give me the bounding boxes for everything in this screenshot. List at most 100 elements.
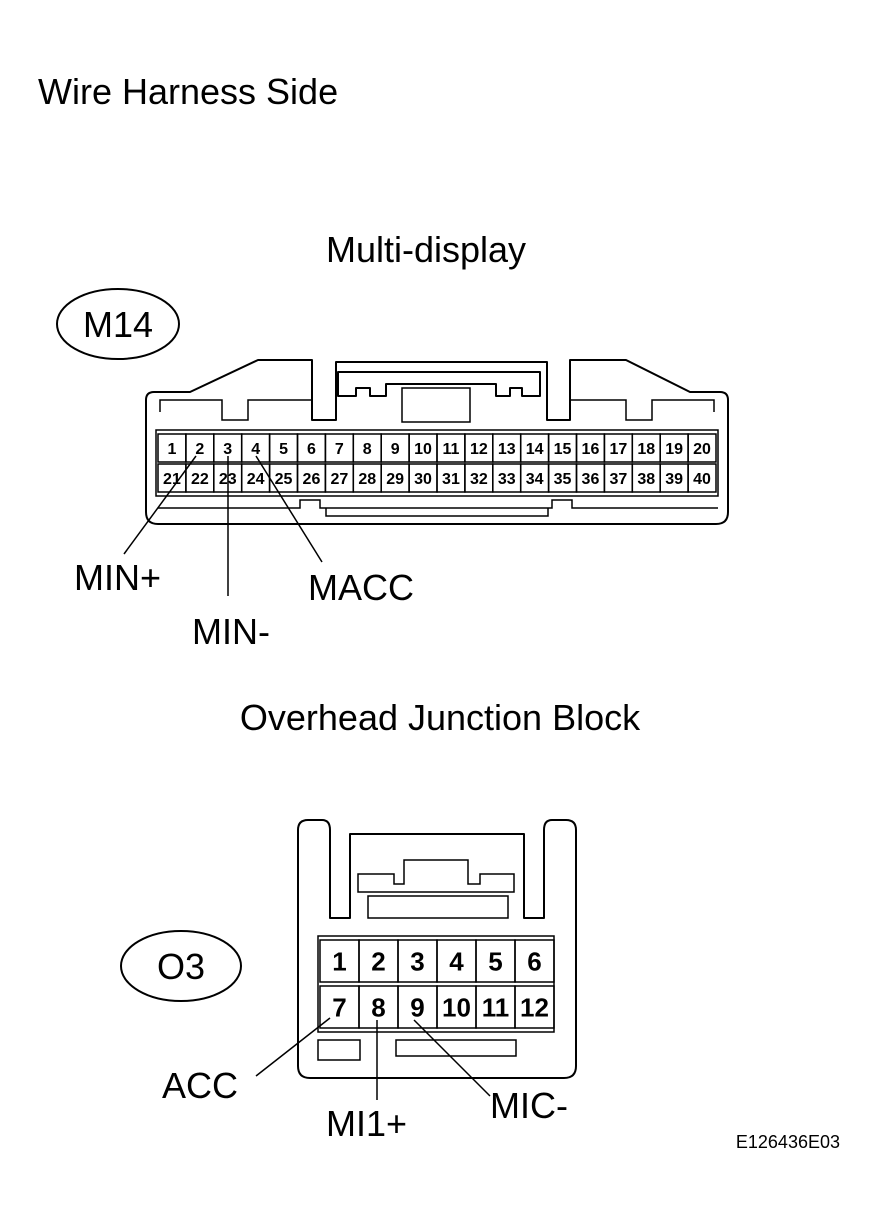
m14-pin-18: 18 <box>631 433 661 463</box>
m14-pin-30: 30 <box>408 463 438 493</box>
m14-pin-24: 24 <box>240 463 271 493</box>
m14-pin-7: 7 <box>324 433 355 463</box>
m14-pin-37: 37 <box>603 463 634 493</box>
m14-pin-17: 17 <box>603 433 634 463</box>
m14-pin-26: 26 <box>296 463 327 493</box>
mic-minus-label: MIC- <box>490 1085 568 1126</box>
acc-label: ACC <box>162 1065 238 1106</box>
m14-pin-34: 34 <box>519 463 550 493</box>
m14-code: M14 <box>83 304 153 345</box>
o3-pin-2: 2 <box>358 939 399 983</box>
m14-pin-number: 40 <box>693 471 711 488</box>
m14-pin-38: 38 <box>631 463 661 493</box>
m14-pin-number: 18 <box>637 441 655 458</box>
m14-pin-number: 17 <box>609 441 627 458</box>
o3-pin-9: 9 <box>397 985 438 1029</box>
m14-pin-number: 9 <box>391 441 400 458</box>
m14-pin-number: 33 <box>498 471 516 488</box>
m14-pin-number: 31 <box>442 471 460 488</box>
m14-pin-number: 5 <box>279 441 288 458</box>
o3-pin-number: 6 <box>527 946 541 976</box>
o3-pin-number: 2 <box>371 946 385 976</box>
o3-pin-4: 4 <box>436 939 477 983</box>
min-plus-label: MIN+ <box>74 557 161 598</box>
m14-pin-number: 35 <box>554 471 572 488</box>
m14-pin-number: 12 <box>470 441 488 458</box>
o3-pin-number: 8 <box>371 992 385 1022</box>
o3-pin-1: 1 <box>319 939 360 983</box>
m14-pin-32: 32 <box>464 463 494 493</box>
m14-pin-39: 39 <box>659 463 689 493</box>
m14-pin-33: 33 <box>492 463 522 493</box>
m14-pin-35: 35 <box>547 463 578 493</box>
m14-pin-number: 26 <box>303 471 321 488</box>
m14-pin-number: 29 <box>386 471 404 488</box>
o3-pin-6: 6 <box>514 939 555 983</box>
m14-pin-8: 8 <box>352 433 382 463</box>
o3-pin-11: 11 <box>475 985 516 1029</box>
m14-component-name: Multi-display <box>326 229 526 270</box>
m14-pin-number: 13 <box>498 441 516 458</box>
o3-pin-number: 5 <box>488 946 502 976</box>
o3-pin-3: 3 <box>397 939 438 983</box>
o3-pin-number: 1 <box>332 946 346 976</box>
m14-pin-number: 22 <box>191 471 209 488</box>
m14-pin-20: 20 <box>687 433 717 463</box>
m14-pin-28: 28 <box>352 463 382 493</box>
m14-pin-number: 15 <box>554 441 572 458</box>
o3-component-name: Overhead Junction Block <box>240 697 641 738</box>
m14-pin-27: 27 <box>324 463 355 493</box>
m14-pin-number: 28 <box>358 471 376 488</box>
m14-pin-number: 38 <box>637 471 655 488</box>
m14-pin-2: 2 <box>185 433 215 463</box>
m14-pin-number: 24 <box>247 471 265 488</box>
m14-pin-1: 1 <box>157 433 187 463</box>
acc-leader-line <box>255 1017 331 1077</box>
m14-pin-number: 11 <box>442 441 459 458</box>
o3-pin-10: 10 <box>436 985 477 1029</box>
page-title: Wire Harness Side <box>38 71 338 112</box>
m14-pin-number: 25 <box>275 471 293 488</box>
o3-pin-number: 11 <box>482 992 510 1022</box>
m14-pin-40: 40 <box>687 463 717 493</box>
m14-pin-10: 10 <box>408 433 438 463</box>
m14-pin-16: 16 <box>575 433 606 463</box>
o3-pin-number: 12 <box>520 992 549 1022</box>
m14-pin-4: 4 <box>240 433 271 463</box>
m14-pin-31: 31 <box>436 463 466 493</box>
o3-pin-12: 12 <box>514 985 555 1029</box>
m14-code-badge: M14 <box>56 288 180 360</box>
m14-pin-number: 36 <box>582 471 600 488</box>
min-plus-leader-line <box>123 455 197 555</box>
m14-pin-number: 34 <box>526 471 544 488</box>
o3-connector-body <box>297 819 577 1079</box>
o3-pin-number: 10 <box>442 992 471 1022</box>
o3-pin-number: 3 <box>410 946 424 976</box>
m14-pin-19: 19 <box>659 433 689 463</box>
m14-pin-number: 10 <box>414 441 432 458</box>
o3-pin-8: 8 <box>358 985 399 1029</box>
m14-pin-number: 8 <box>363 441 372 458</box>
m14-pin-number: 32 <box>470 471 488 488</box>
o3-code-badge: O3 <box>120 930 242 1002</box>
m14-pin-number: 30 <box>414 471 432 488</box>
m14-pin-number: 1 <box>167 441 176 458</box>
m14-pin-number: 16 <box>582 441 600 458</box>
figure-id: E126436E03 <box>736 1132 840 1152</box>
m14-pin-number: 2 <box>195 441 204 458</box>
m14-pin-6: 6 <box>296 433 327 463</box>
m14-pin-29: 29 <box>380 463 410 493</box>
m14-pin-number: 20 <box>693 441 711 458</box>
m14-pin-number: 19 <box>665 441 683 458</box>
m14-pin-25: 25 <box>268 463 299 493</box>
o3-pin-number: 9 <box>410 992 424 1022</box>
o3-pin-5: 5 <box>475 939 516 983</box>
m14-pin-36: 36 <box>575 463 606 493</box>
macc-leader-line <box>255 455 323 563</box>
m14-pin-number: 39 <box>665 471 683 488</box>
o3-pin-number: 4 <box>449 946 464 976</box>
m14-pin-13: 13 <box>492 433 522 463</box>
